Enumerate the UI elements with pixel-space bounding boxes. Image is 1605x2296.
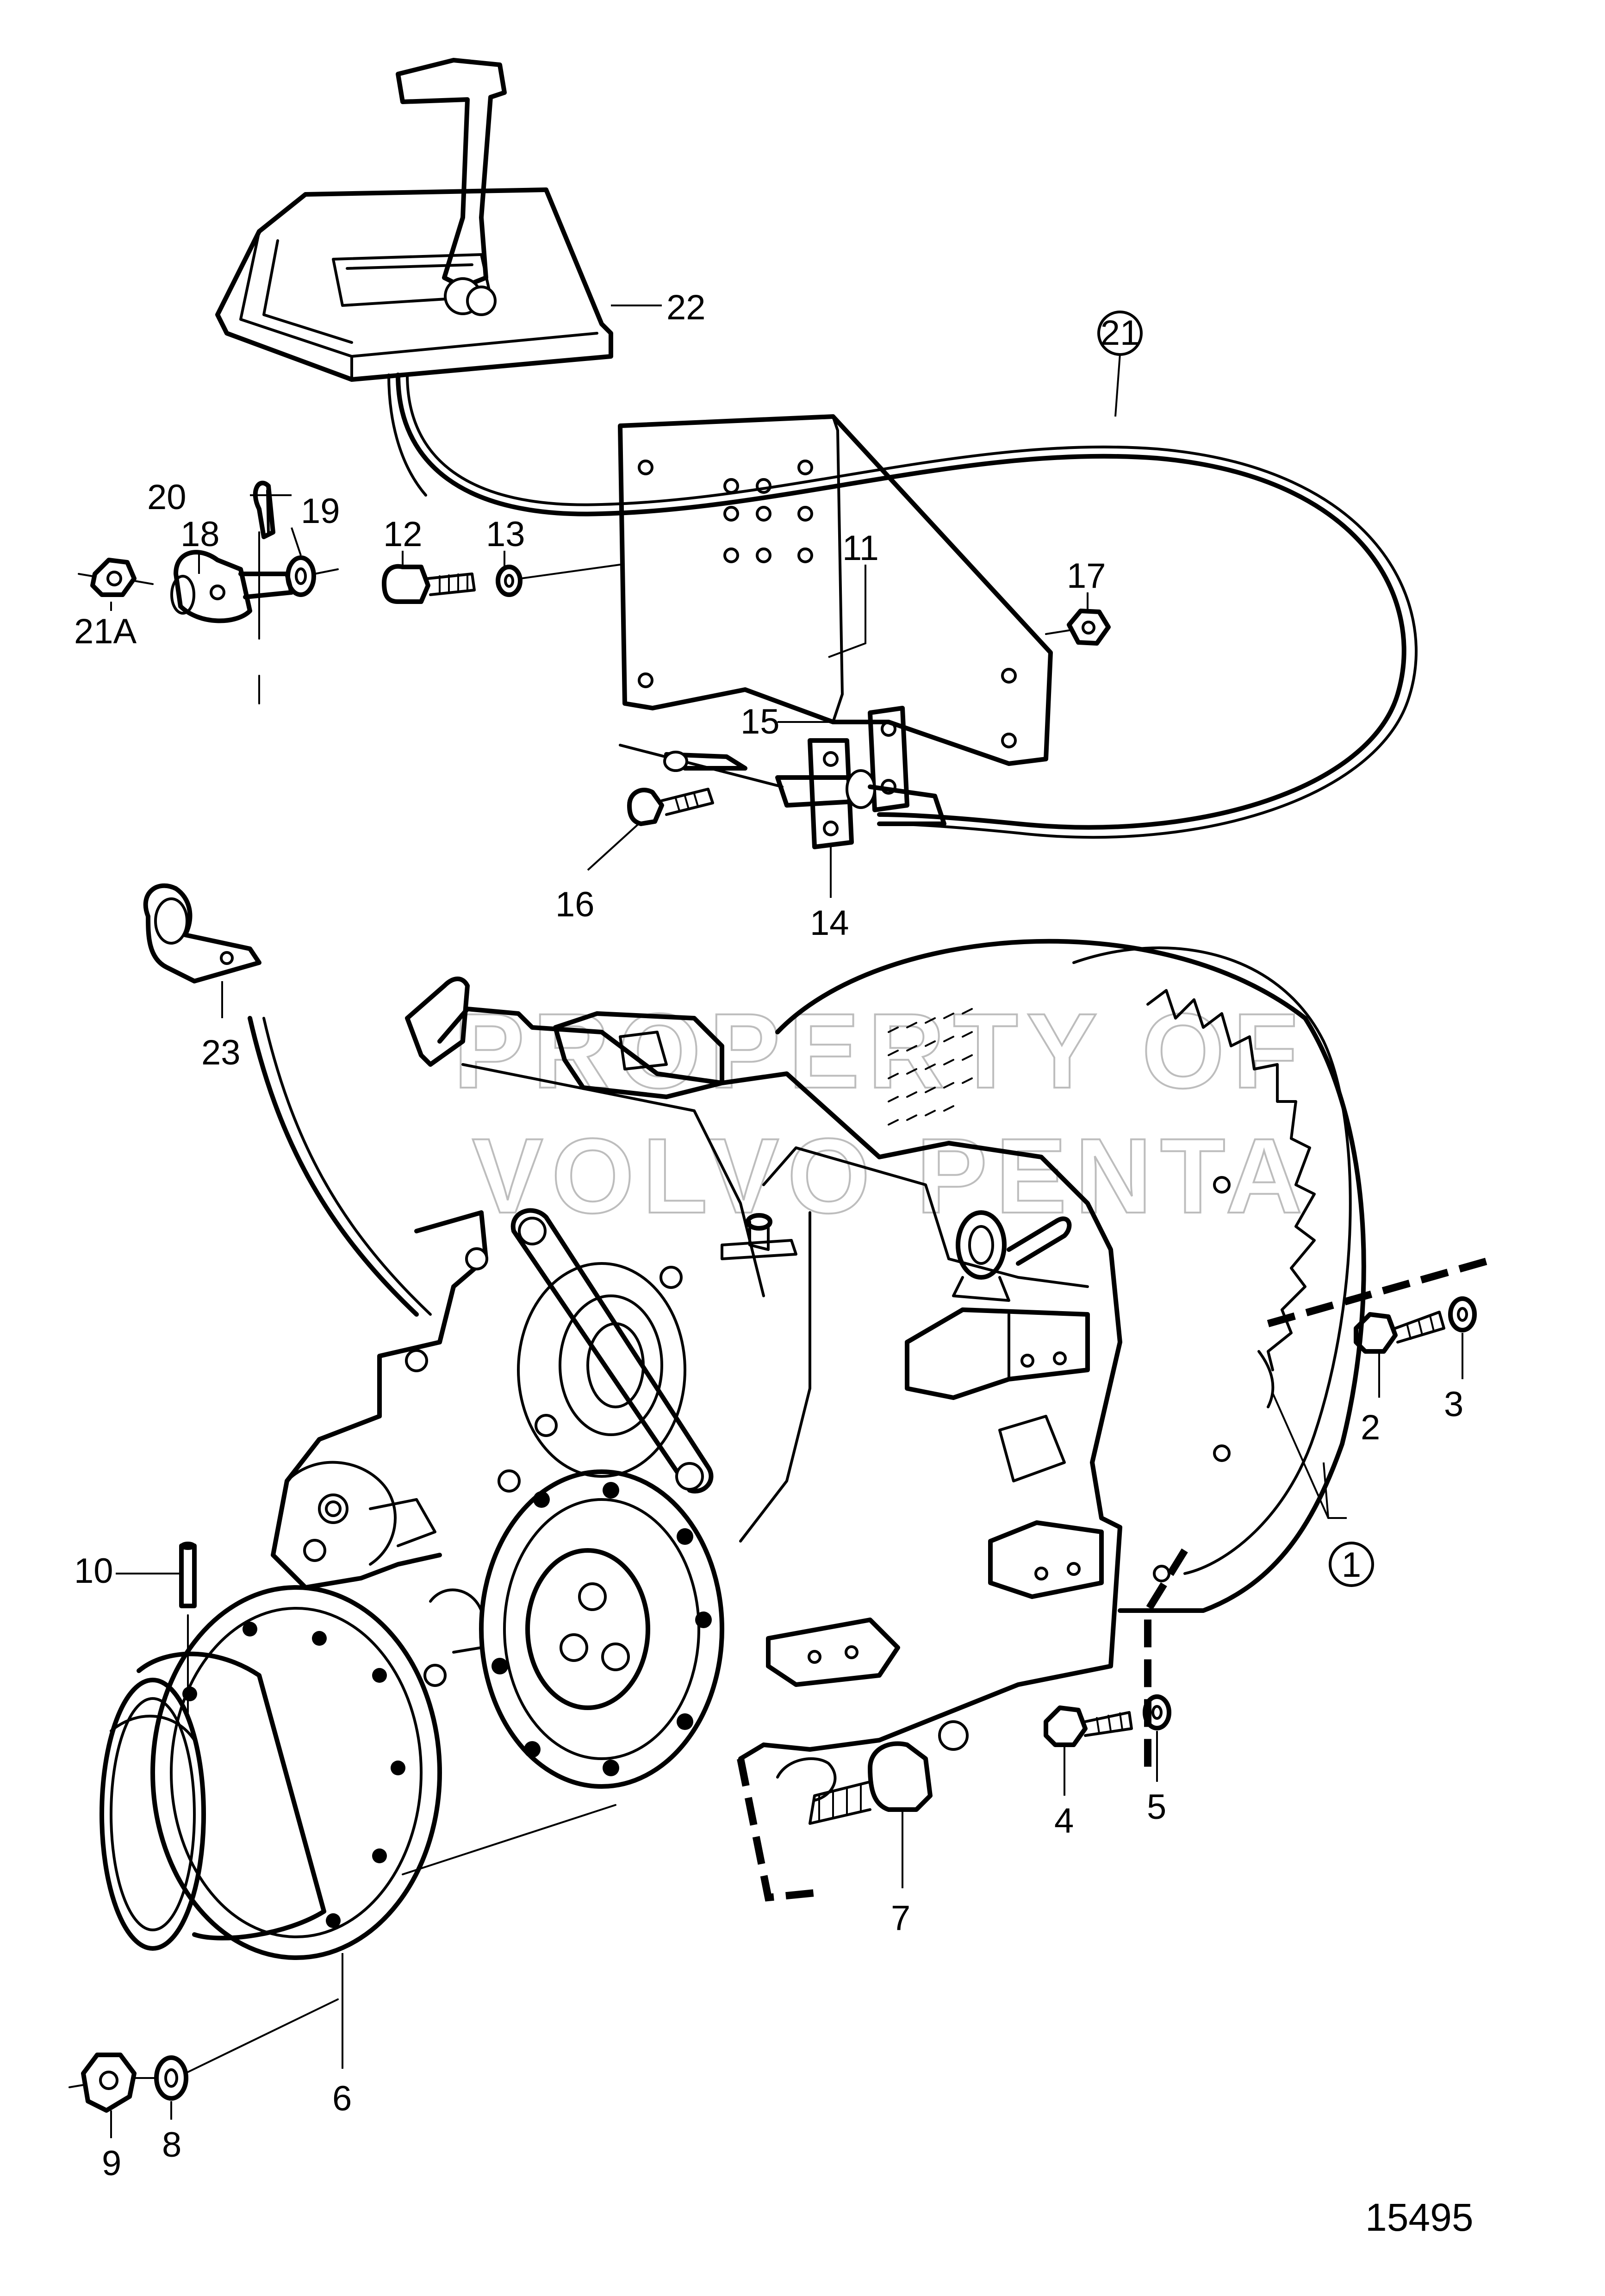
clevis-18 [170,531,294,704]
vent-grid [888,1008,973,1126]
callout-17: 17 [1067,556,1106,596]
washer-5 [1143,1694,1171,1730]
breather [721,1213,797,1260]
cable-loop [248,1016,419,1317]
figure-number: 15495 [1365,2196,1474,2239]
watermark: PROPERTY OF VOLVO PENTA [453,990,1311,1236]
mounting-bracket [618,414,1053,766]
washer-3 [1448,1296,1477,1332]
bracket-holes [638,460,1017,748]
bolt-16 [627,788,714,826]
watermark-line-1: PROPERTY OF [454,991,1306,1110]
callout-4: 4 [1054,1801,1074,1841]
callout-16: 16 [555,885,595,924]
callout-2: 2 [1361,1408,1380,1447]
washer-13 [496,564,621,597]
callout-23: 23 [201,1033,241,1072]
cable-clamp [619,706,946,849]
shift-lever-arm [510,1208,714,1493]
control-lever-unit [215,58,613,497]
output-flange [479,1469,724,1789]
output-coupling [100,1585,616,1960]
callout-circle-1 [1329,1542,1374,1587]
callout-labels: 22 21 20 19 18 12 13 11 17 21A 15 16 14 … [74,288,1463,2183]
nut-21a [78,558,154,597]
washer-19 [286,555,339,597]
callout-21a: 21A [74,612,137,651]
callout-9: 9 [102,2144,121,2183]
nut-9 [68,2053,137,2113]
pin-10 [179,1542,197,1713]
bolt-2 [1354,1311,1445,1354]
housing-bolts [405,1176,1231,1751]
callout-10: 10 [74,1551,113,1591]
callout-22: 22 [666,288,706,327]
leader-lines [110,305,1463,2138]
callout-12: 12 [383,515,423,554]
callout-14: 14 [810,903,849,943]
nut-17 [1045,609,1111,646]
lifting-eye [952,1210,1010,1302]
callout-15: 15 [740,702,780,741]
control-cable [396,373,1418,839]
callout-1: 1 [1342,1545,1361,1585]
split-pin-20 [253,480,275,539]
callout-18: 18 [180,515,220,554]
bolt-12 [382,564,476,604]
cable-clip-23 [143,883,261,983]
callout-13: 13 [486,515,525,554]
watermark-line-2: VOLVO PENTA [472,1116,1311,1235]
callout-5: 5 [1147,1787,1166,1827]
callout-21: 21 [1101,313,1140,353]
bolt-7 [809,1741,933,1825]
bottom-hardware [68,1296,1477,2113]
washer-8 [133,1998,339,2101]
callout-3: 3 [1444,1385,1463,1424]
callout-20: 20 [147,478,187,517]
callout-6: 6 [332,2079,352,2118]
callout-circle-21 [1097,311,1143,356]
callout-19: 19 [301,492,340,531]
control-valve [405,977,724,1099]
callout-7: 7 [891,1898,910,1938]
top-hardware [78,480,1111,826]
callout-8: 8 [162,2125,181,2165]
reverse-gear-assembly [271,939,1366,1802]
bolt-4 [1044,1705,1133,1747]
callout-11: 11 [842,529,879,568]
